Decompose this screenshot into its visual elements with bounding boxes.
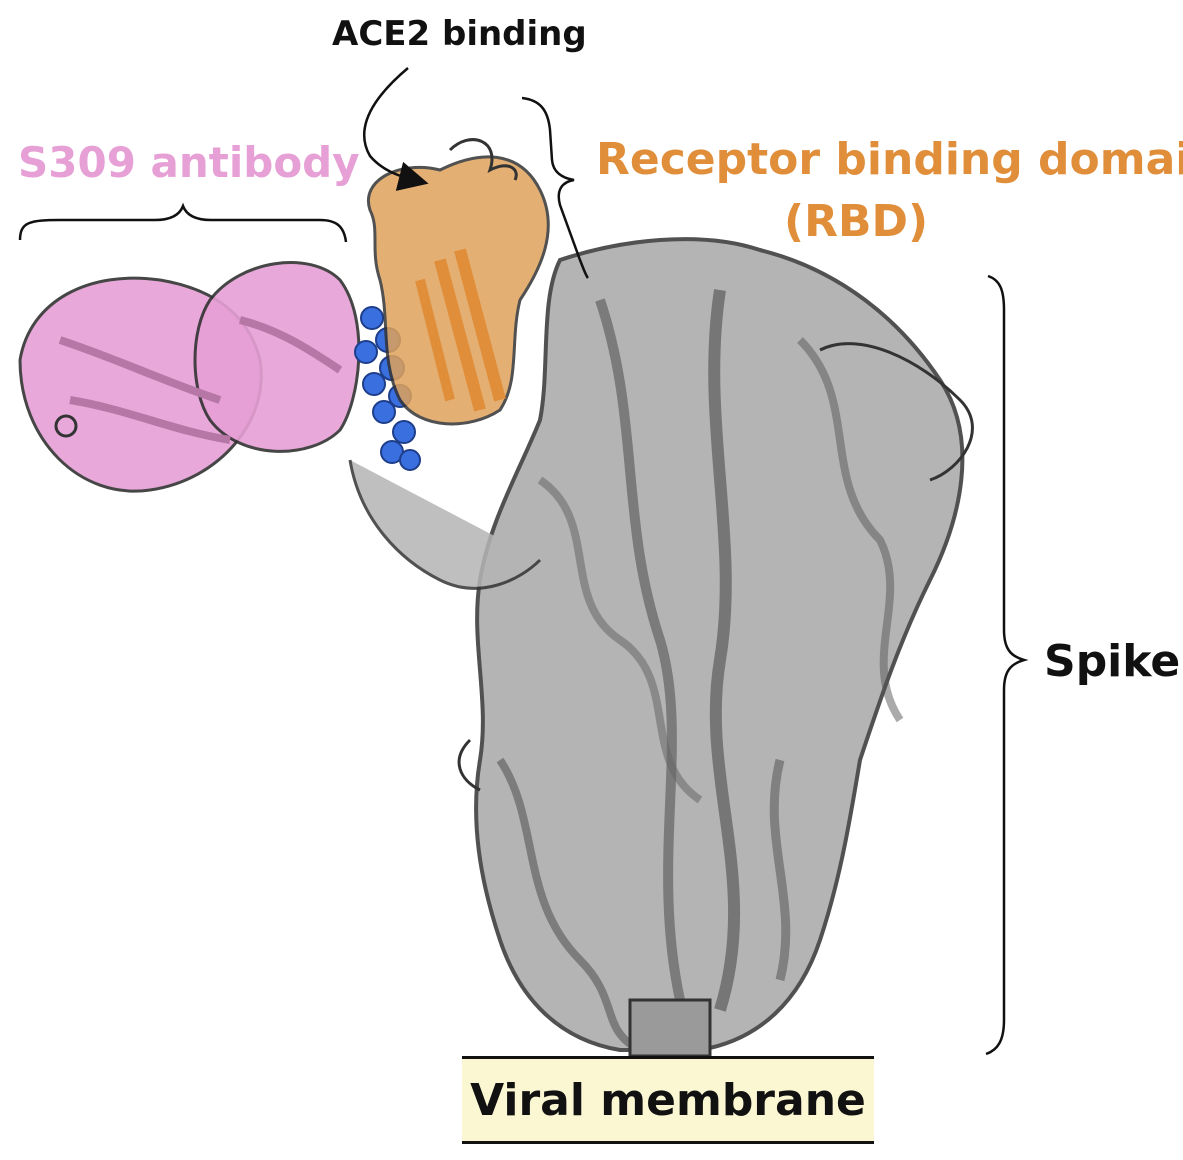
curved-arrow-icon (363, 67, 429, 191)
spike-label: Spike (1044, 636, 1181, 687)
spike-brace-icon (985, 274, 1029, 1056)
rbd-label: Receptor binding domain (596, 134, 1183, 185)
rbd-brace-icon (521, 96, 589, 279)
spike-protein-structure (348, 237, 974, 1058)
antibody-structure (18, 261, 361, 493)
antibody-brace-icon (18, 202, 348, 243)
ace2-binding-label: ACE2 binding (332, 14, 587, 54)
antibody-label: S309 antibody (18, 138, 360, 187)
curly-braces (18, 96, 1029, 1056)
viral-membrane-box: Viral membrane (462, 1056, 874, 1144)
viral-membrane-label: Viral membrane (470, 1074, 866, 1126)
rbd-structure (366, 138, 550, 426)
rbd-abbrev-label: (RBD) (784, 196, 929, 247)
